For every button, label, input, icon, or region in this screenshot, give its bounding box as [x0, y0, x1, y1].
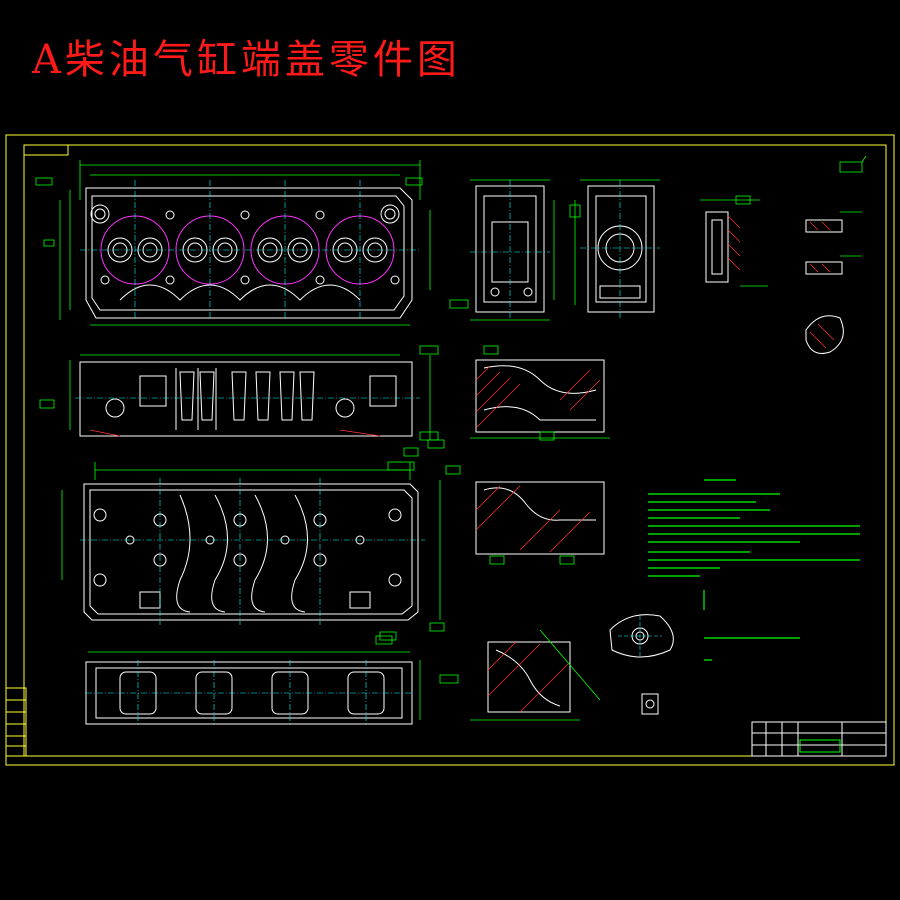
section-view-3 [470, 629, 601, 721]
section-view-2 [475, 481, 605, 565]
end-view-right [569, 179, 660, 320]
detail-section-c [805, 315, 844, 354]
front-view [39, 345, 439, 441]
bottom-plan-view [61, 461, 445, 641]
revision-block [5, 687, 27, 757]
detail-section-b [805, 211, 862, 275]
round-detail-view [609, 614, 674, 715]
end-view-left [449, 179, 555, 321]
drawing-frame [5, 134, 895, 766]
detail-section-a [700, 195, 768, 287]
technical-notes-block [648, 479, 860, 661]
title-block [751, 721, 887, 757]
side-elevation-view [85, 635, 459, 726]
top-plan-view [35, 160, 431, 326]
dimension-tags [43, 155, 867, 475]
drawing-title: A柴油气缸端盖零件图 [32, 37, 461, 83]
section-view-1 [470, 345, 610, 441]
